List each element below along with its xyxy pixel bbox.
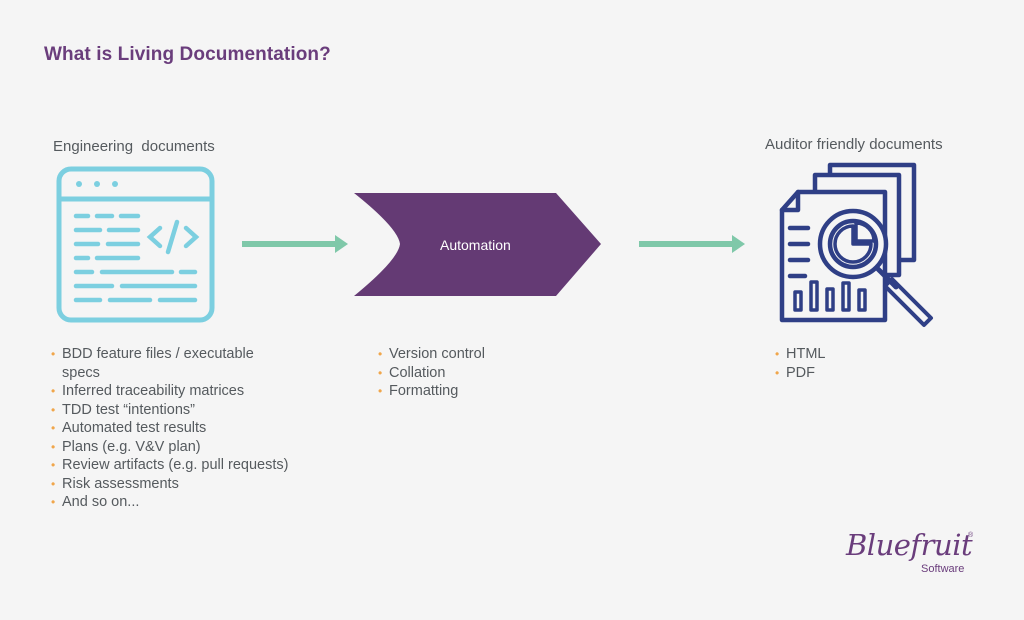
auditor-documents-heading: Auditor friendly documents <box>765 136 943 153</box>
report-magnifier-icon <box>779 162 933 327</box>
list-item: And so on... <box>51 493 291 512</box>
list-item: Review artifacts (e.g. pull requests) <box>51 456 291 475</box>
automation-steps-list: Version control Collation Formatting <box>378 345 548 401</box>
engineering-documents-heading: Engineering documents <box>53 138 215 155</box>
list-item: Inferred traceability matrices <box>51 382 291 401</box>
engineering-documents-list: BDD feature files / executable specs Inf… <box>51 345 291 512</box>
arrow-to-automation <box>242 235 348 253</box>
registered-mark: ® <box>968 532 974 539</box>
automation-chevron-shape <box>354 193 601 296</box>
auditor-formats-list: HTML PDF <box>775 345 895 382</box>
list-item: Automated test results <box>51 419 291 438</box>
code-window-icon <box>56 166 215 323</box>
list-item: Risk assessments <box>51 475 291 494</box>
list-item: Collation <box>378 364 548 383</box>
bluefruit-logo: Bluefruit ® Software <box>846 528 974 575</box>
list-item: HTML <box>775 345 895 364</box>
logo-wordmark: Bluefruit <box>846 528 973 562</box>
automation-label: Automation <box>440 237 511 253</box>
logo-subtitle: Software <box>921 563 965 575</box>
page-title: What is Living Documentation? <box>44 44 331 65</box>
list-item: Formatting <box>378 382 548 401</box>
list-item: BDD feature files / executable specs <box>51 345 291 382</box>
list-item: Plans (e.g. V&V plan) <box>51 438 291 457</box>
list-item: PDF <box>775 364 895 383</box>
arrow-to-auditor-documents <box>639 235 745 253</box>
list-item: TDD test “intentions” <box>51 401 291 420</box>
list-item: Version control <box>378 345 548 364</box>
